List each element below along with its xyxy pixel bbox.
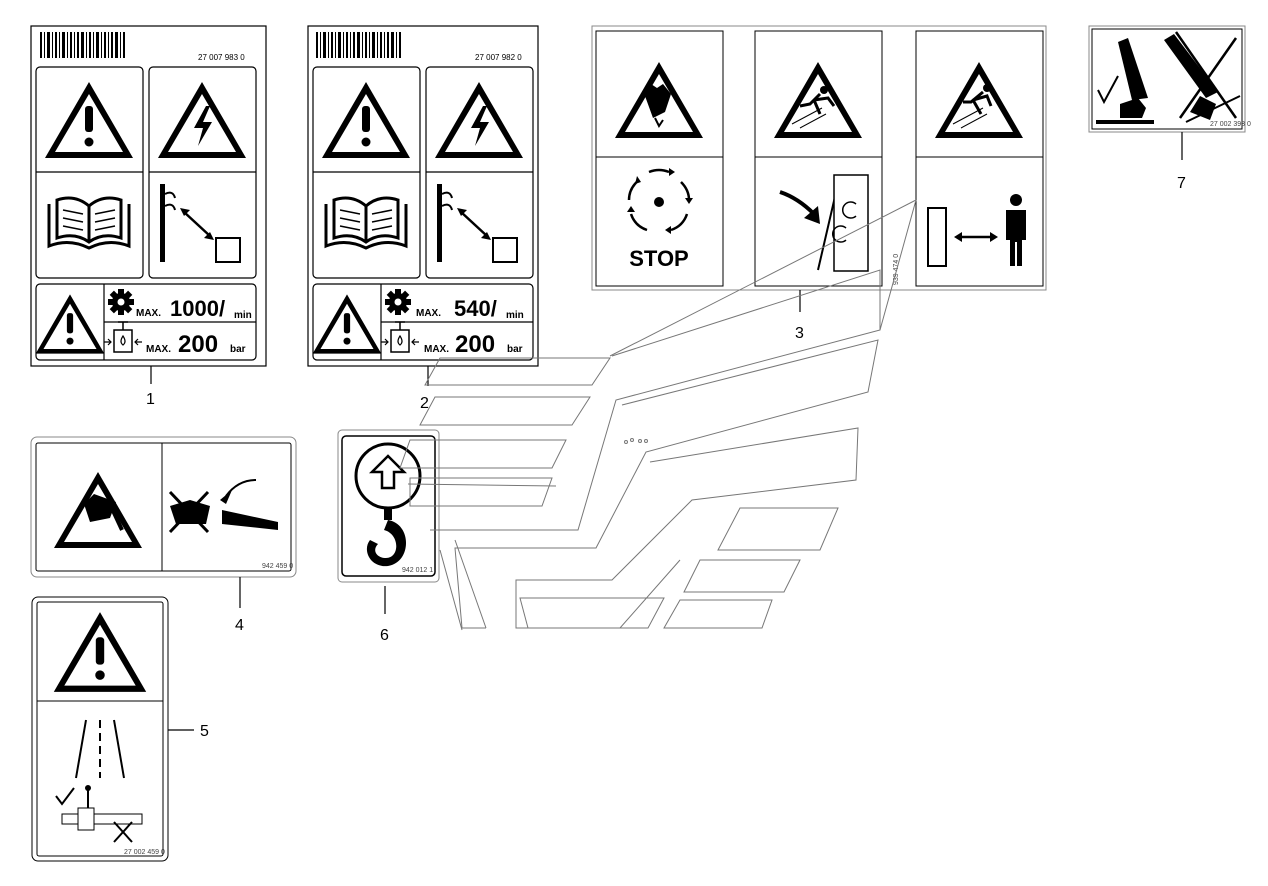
part-number: 27 002 459 0	[124, 849, 165, 856]
gear-icon	[108, 289, 134, 315]
keep-distance-icon	[927, 194, 1026, 267]
callout-1: 1	[146, 391, 155, 408]
part-number: 942 012 1	[402, 567, 433, 574]
no-hands-icon	[168, 479, 278, 534]
decal-2: 27 007 982 0 MAX. 540/ min MAX. 200 bar …	[307, 25, 539, 412]
callout-4: 4	[235, 617, 244, 634]
decal-3: STOP 939 474 0 3	[591, 25, 1047, 342]
pressure-prefix: MAX.	[424, 344, 449, 355]
speed-unit: min	[506, 310, 524, 321]
barcode-icon	[40, 32, 125, 58]
callout-6: 6	[380, 627, 389, 644]
pressure-prefix: MAX.	[146, 344, 171, 355]
hook-icon	[366, 508, 406, 567]
decal-5: 27 002 459 0 5	[31, 596, 209, 862]
pressure-unit: bar	[507, 344, 523, 355]
callout-2: 2	[420, 395, 429, 412]
callout-5: 5	[200, 723, 209, 740]
decal-6: 942 012 1 6	[337, 429, 440, 644]
pressure-value: 200	[178, 331, 218, 358]
decal-1: 27 007 983 0 MAX. 1000/ min MAX. 200 bar…	[30, 25, 267, 408]
speed-prefix: MAX.	[416, 308, 441, 319]
decal-7: 27 002 393 0 7	[1088, 25, 1251, 192]
pressure-unit: bar	[230, 344, 246, 355]
decal-4: 942 459 0 4	[30, 436, 297, 634]
lever-lock-icon	[55, 785, 143, 843]
road-icon	[75, 719, 125, 779]
speed-value: 1000/	[170, 296, 225, 321]
part-number: 27 007 982 0	[475, 53, 522, 62]
speed-prefix: MAX.	[136, 308, 161, 319]
part-number: 27 002 393 0	[1210, 121, 1251, 128]
barcode-icon	[316, 32, 401, 58]
machine-outline	[399, 199, 917, 631]
gear-icon	[385, 289, 411, 315]
callout-3: 3	[795, 325, 804, 342]
part-number: 27 007 983 0	[198, 53, 245, 62]
hand-crush-icon	[615, 62, 703, 138]
hand-crush-icon	[54, 472, 142, 548]
lift-point-icon	[354, 442, 422, 510]
rotation-icon	[779, 174, 869, 272]
tilt-machine-icon	[1096, 31, 1241, 124]
callout-7: 7	[1177, 175, 1186, 192]
ejection-icon	[935, 62, 1023, 138]
rotating-stop-icon	[627, 168, 693, 234]
pressure-value: 200	[455, 331, 495, 358]
stop-label: STOP	[629, 246, 689, 271]
speed-value: 540/	[454, 296, 497, 321]
ejection-icon	[774, 62, 862, 138]
part-number: 942 459 0	[262, 563, 293, 570]
speed-unit: min	[234, 310, 252, 321]
